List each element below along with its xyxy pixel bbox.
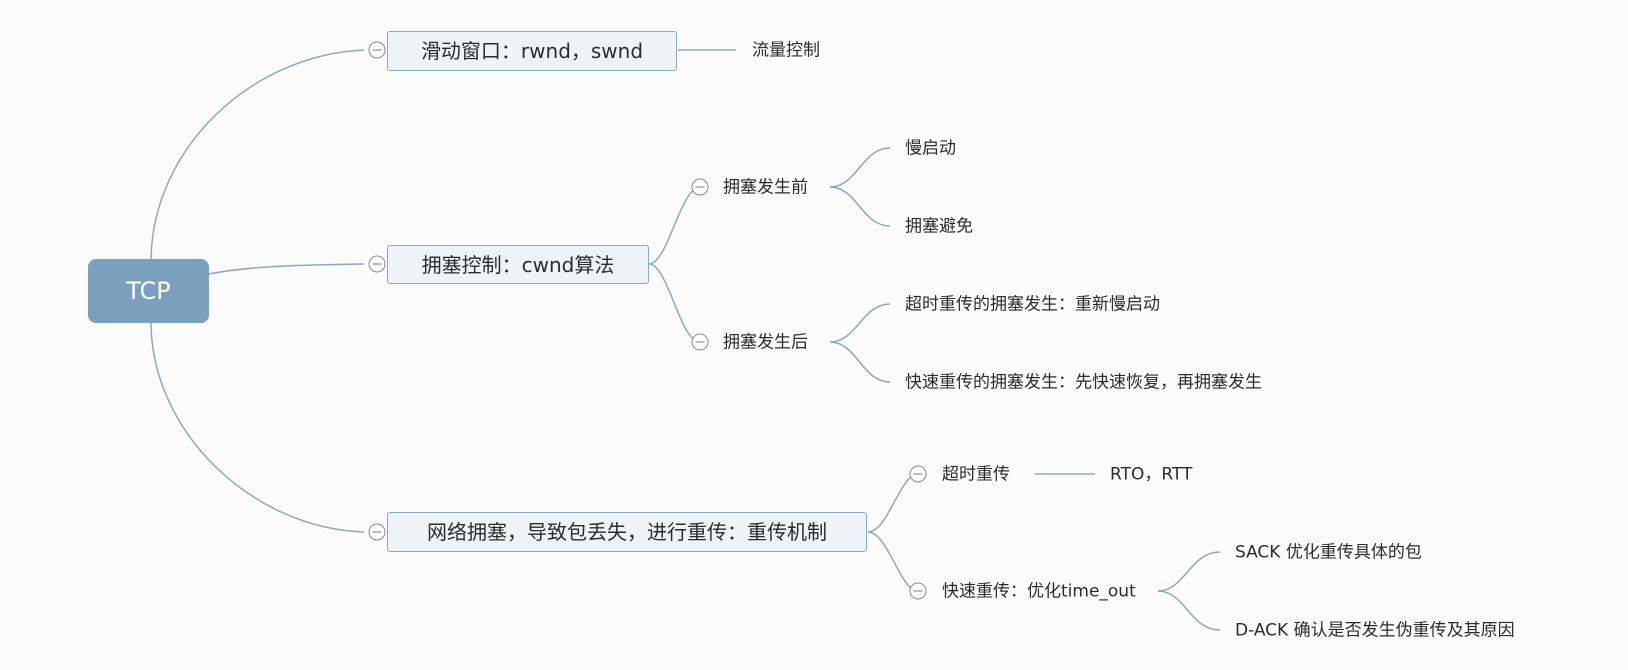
connector-sub-1-leaf-2: [829, 186, 891, 227]
collapse-toggle-icon[interactable]: [368, 523, 386, 541]
connector-root-branch-2: [208, 263, 365, 275]
topic-fast-retransmit[interactable]: 快速重传：优化time_out: [942, 581, 1136, 602]
collapse-toggle-icon[interactable]: [909, 465, 927, 483]
topic-slow-start[interactable]: 慢启动: [905, 138, 956, 159]
topic-sack[interactable]: SACK 优化重传具体的包: [1235, 542, 1422, 563]
branch-topic-congestion-control[interactable]: 拥塞控制：cwnd算法: [387, 245, 649, 284]
topic-flow-control[interactable]: 流量控制: [752, 40, 820, 61]
connector-sub-2-leaf-1: [829, 303, 891, 343]
collapse-toggle-icon[interactable]: [691, 333, 709, 351]
collapse-toggle-icon[interactable]: [909, 582, 927, 600]
topic-congestion-avoidance[interactable]: 拥塞避免: [905, 216, 973, 237]
connector-branch-2-sub-1: [648, 186, 701, 265]
topic-timeout-congestion[interactable]: 超时重传的拥塞发生：重新慢启动: [905, 294, 1160, 315]
connector-root-branch-1: [150, 49, 365, 263]
connector-branch-3-sub-2: [867, 531, 919, 592]
topic-d-ack[interactable]: D-ACK 确认是否发生伪重传及其原因: [1235, 620, 1515, 641]
connector-root-branch-3: [150, 321, 365, 533]
topic-before-congestion[interactable]: 拥塞发生前: [723, 177, 808, 198]
collapse-toggle-icon[interactable]: [368, 41, 386, 59]
topic-rto-rtt[interactable]: RTO，RTT: [1110, 464, 1193, 485]
topic-fast-retransmit-congestion[interactable]: 快速重传的拥塞发生：先快速恢复，再拥塞发生: [905, 372, 1262, 393]
collapse-toggle-icon[interactable]: [691, 178, 709, 196]
branch-topic-retransmission[interactable]: 网络拥塞，导致包丢失，进行重传：重传机制: [387, 512, 867, 552]
collapse-toggle-icon[interactable]: [368, 255, 386, 273]
root-topic[interactable]: TCP: [88, 259, 209, 323]
connector-fast-leaf-2: [1157, 590, 1221, 631]
branch-topic-sliding-window[interactable]: 滑动窗口：rwnd，swnd: [387, 31, 677, 71]
topic-after-congestion[interactable]: 拥塞发生后: [723, 332, 808, 353]
connector-sub-2-leaf-2: [829, 341, 891, 383]
connector-branch-3-sub-1: [867, 473, 919, 533]
connector-branch-2-sub-2: [648, 263, 701, 343]
connector-sub-1-leaf-1: [829, 147, 891, 188]
topic-timeout-retransmit[interactable]: 超时重传: [942, 464, 1010, 485]
connector-fast-leaf-1: [1157, 551, 1221, 592]
